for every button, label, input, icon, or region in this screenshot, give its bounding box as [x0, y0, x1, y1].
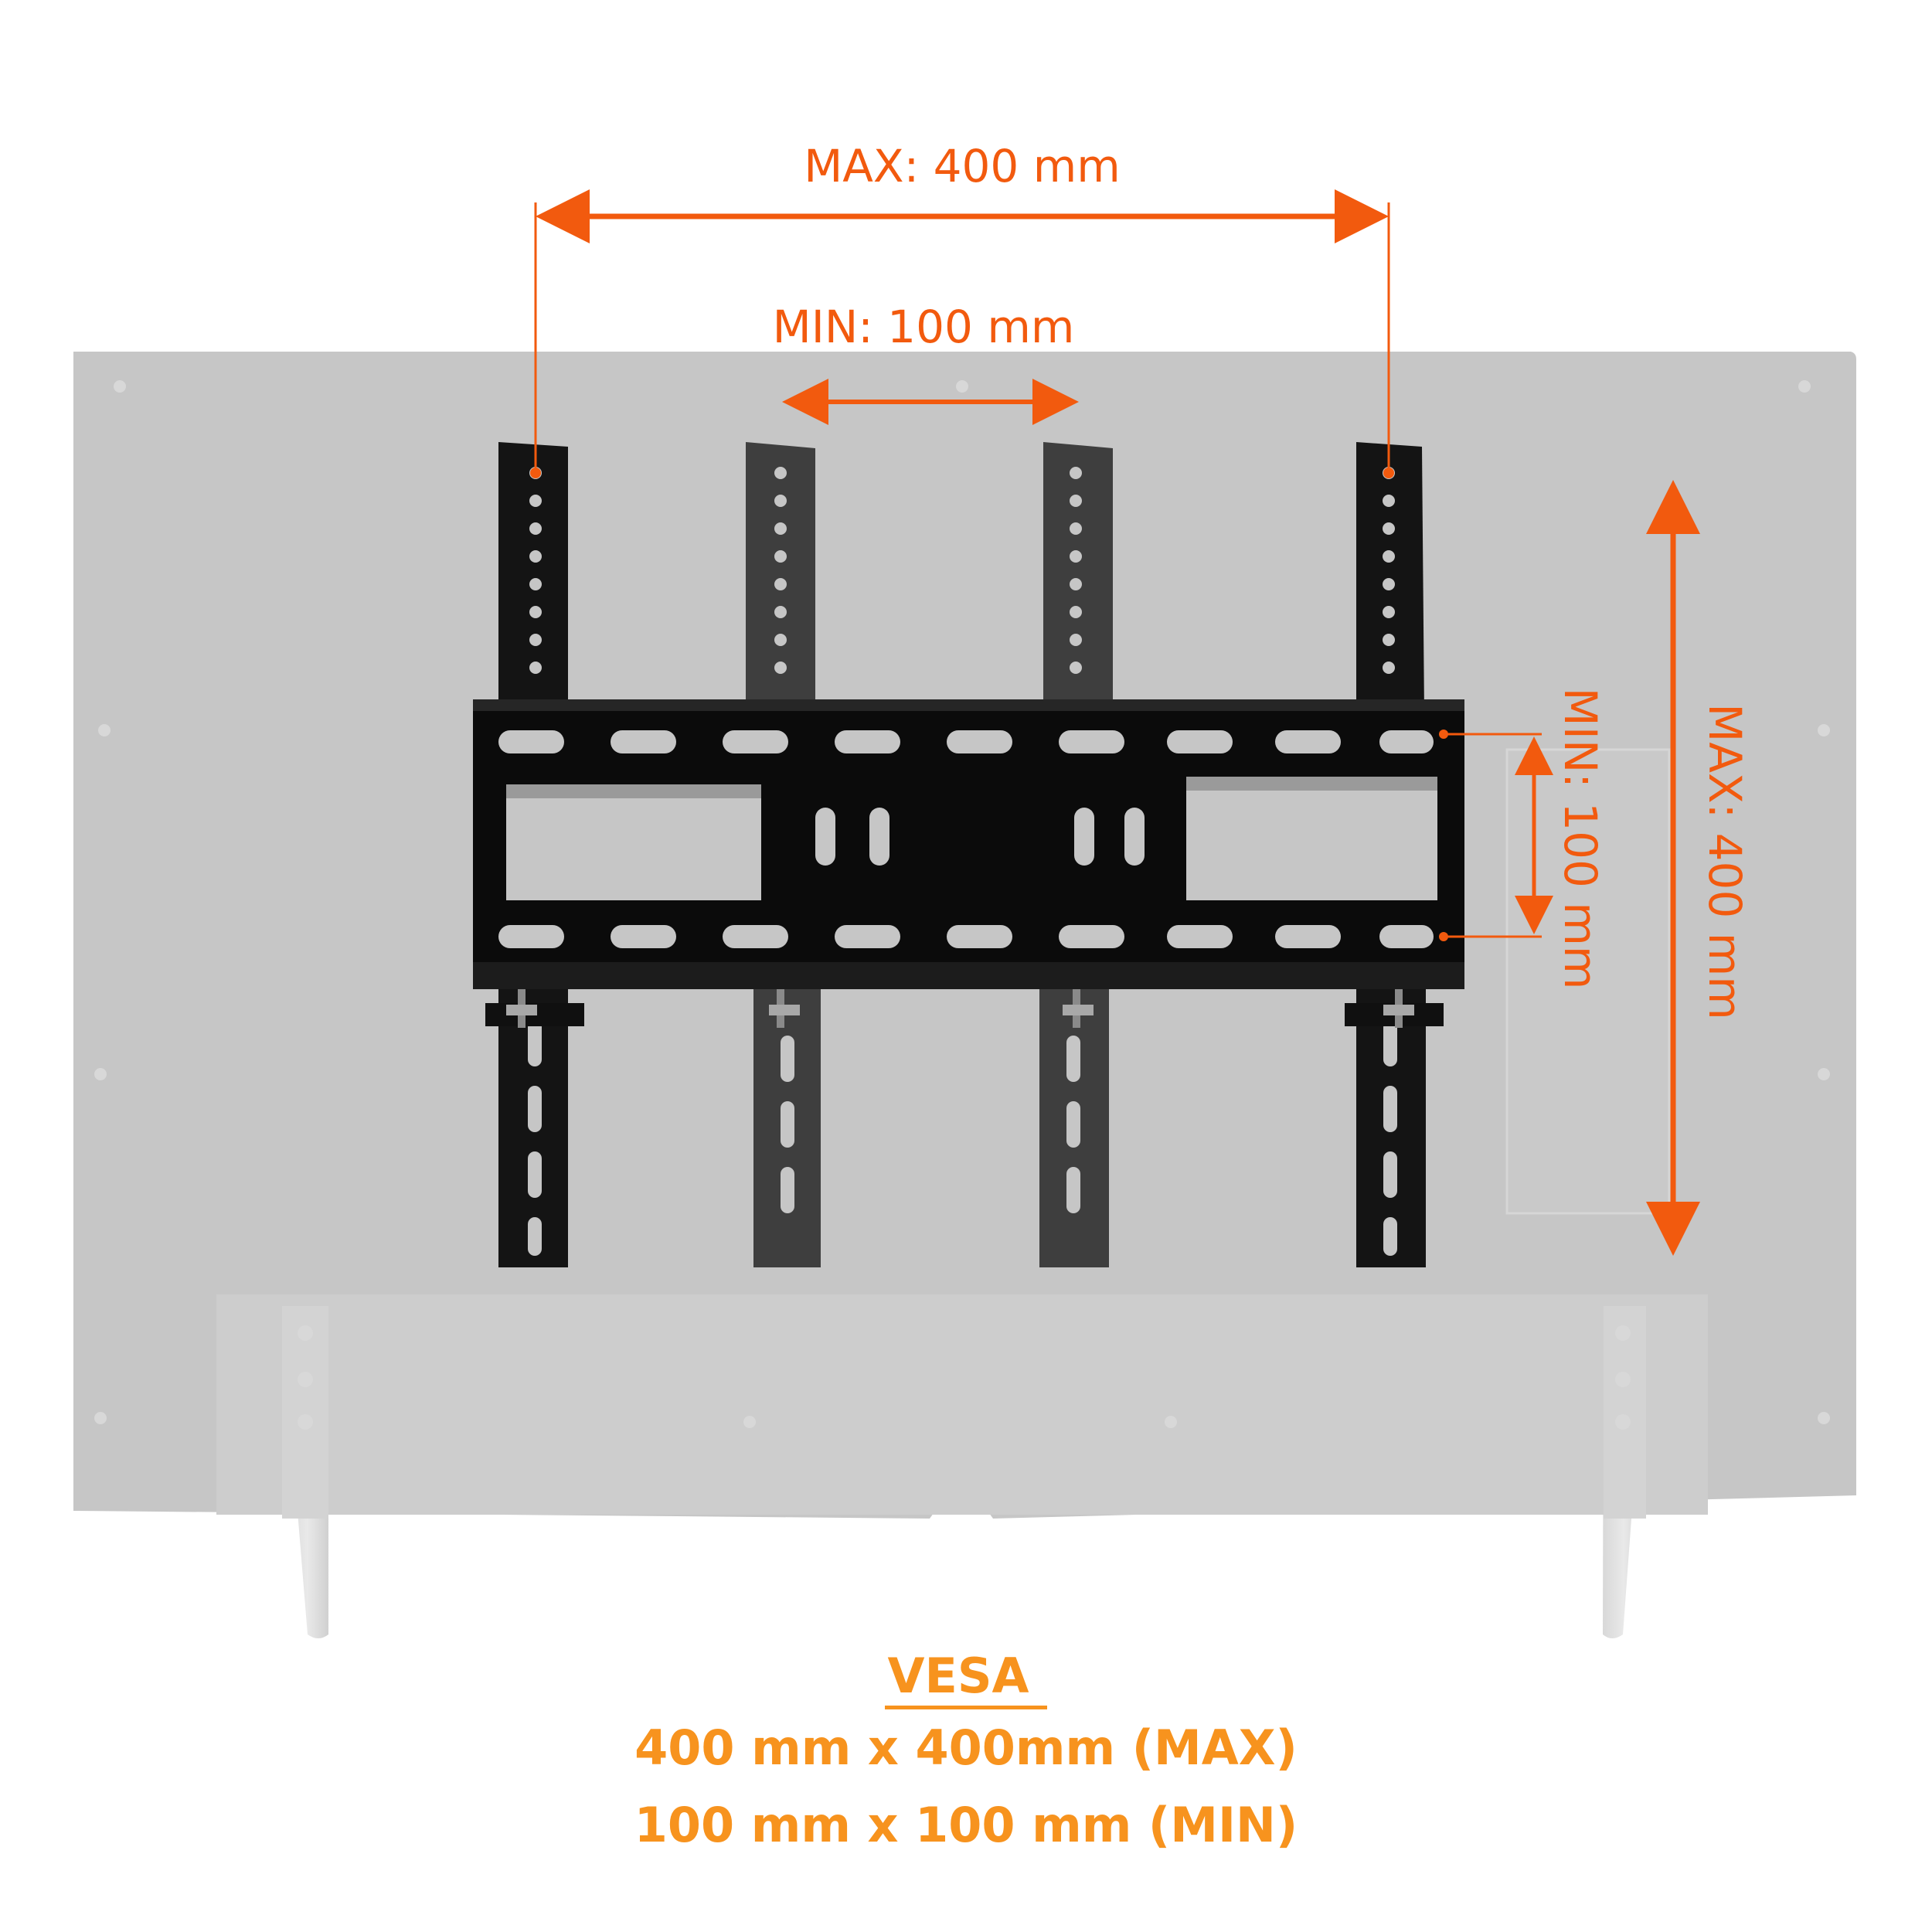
- vesa-title-text: VESA: [884, 1648, 1048, 1709]
- tv-stand-mount-right: [1604, 1306, 1646, 1519]
- dimension-vertical-max: MAX: 400 mm: [1646, 480, 1751, 1256]
- tv-screw-dots: [94, 380, 1830, 1430]
- bracket-arm-holes: [528, 467, 1397, 1256]
- dimension-horizontal-min: MIN: 100 mm: [773, 301, 1079, 425]
- vesa-min-spec: 100 mm x 100 mm (MIN): [634, 1797, 1298, 1853]
- vertical-max-label: MAX: 400 mm: [1699, 703, 1751, 1020]
- tv-base-section: [216, 1294, 1708, 1515]
- dimension-horizontal-max: MAX: 400 mm: [530, 140, 1394, 478]
- bracket-wall-plate: [473, 699, 1464, 989]
- vesa-max-spec: 400 mm x 400mm (MAX): [634, 1719, 1298, 1776]
- horizontal-max-label: MAX: 400 mm: [804, 140, 1121, 192]
- wall-mount-bracket: [473, 442, 1464, 1267]
- plate-cutout-right: [1186, 777, 1437, 900]
- vertical-min-label: MIN: 100 mm: [1554, 688, 1607, 990]
- tv-stand-mount-left: [282, 1306, 328, 1519]
- horizontal-min-label: MIN: 100 mm: [773, 301, 1075, 353]
- vesa-title: VESA: [0, 1648, 1932, 1709]
- bracket-clamps: [485, 958, 1444, 1028]
- dimension-vertical-min: MIN: 100 mm: [1439, 688, 1607, 990]
- plate-cutout-left: [506, 784, 761, 900]
